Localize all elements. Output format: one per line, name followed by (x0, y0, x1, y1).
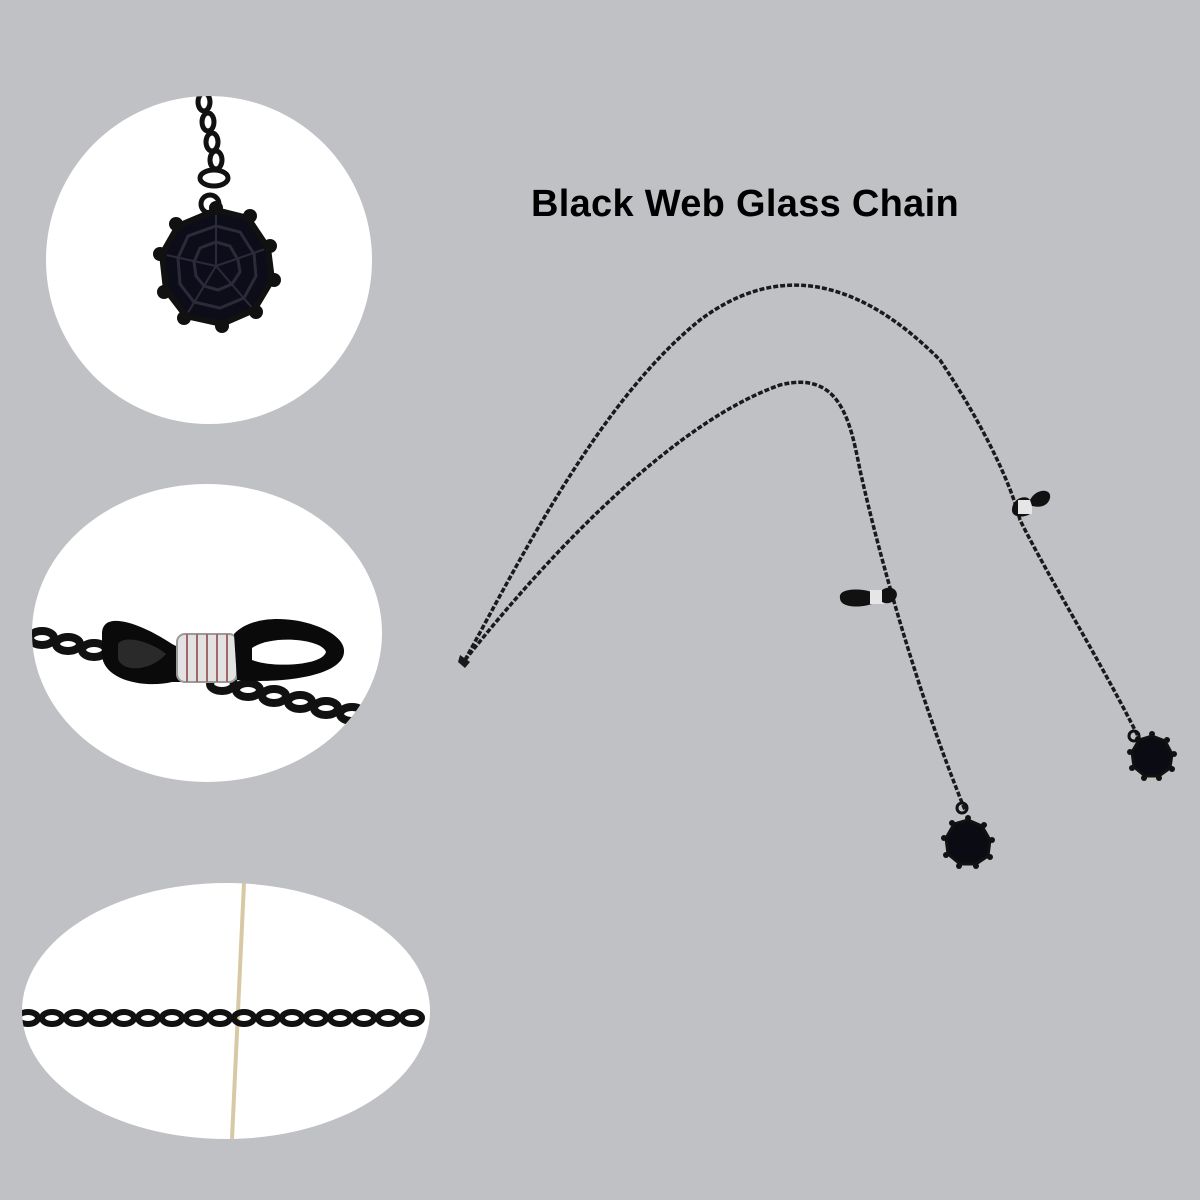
chain-link (399, 1009, 425, 1027)
chain-link (22, 1009, 41, 1027)
chain-link (39, 1009, 65, 1027)
inner-chain-strand (463, 380, 967, 811)
chain-link (375, 1009, 401, 1027)
chain-link (207, 1009, 233, 1027)
chain-link (159, 1009, 185, 1027)
chain-link (111, 1009, 137, 1027)
right-web-charm-icon (1127, 729, 1177, 781)
outer-chain-strand (463, 283, 1142, 741)
right-rubber-loop-icon (1012, 490, 1051, 517)
left-web-charm-icon (941, 801, 995, 869)
rubber-loop-icon (32, 618, 368, 725)
chain-link (135, 1009, 161, 1027)
chain-links-icon (22, 883, 425, 1139)
chain-link (63, 1009, 89, 1027)
chain-link (327, 1009, 353, 1027)
product-title: Black Web Glass Chain (531, 183, 959, 225)
chain-closeup-circle (22, 883, 430, 1139)
chain-link (183, 1009, 209, 1027)
chain-link (303, 1009, 329, 1027)
left-rubber-loop-icon (839, 587, 897, 607)
chain-link (255, 1009, 281, 1027)
chain-link (351, 1009, 377, 1027)
pendant-closeup-circle (46, 96, 372, 424)
chain-link (279, 1009, 305, 1027)
loop-end-closeup-circle (32, 484, 382, 782)
spider-web-pendant-icon (153, 96, 281, 333)
chain-link (87, 1009, 113, 1027)
chain-link (231, 1009, 257, 1027)
